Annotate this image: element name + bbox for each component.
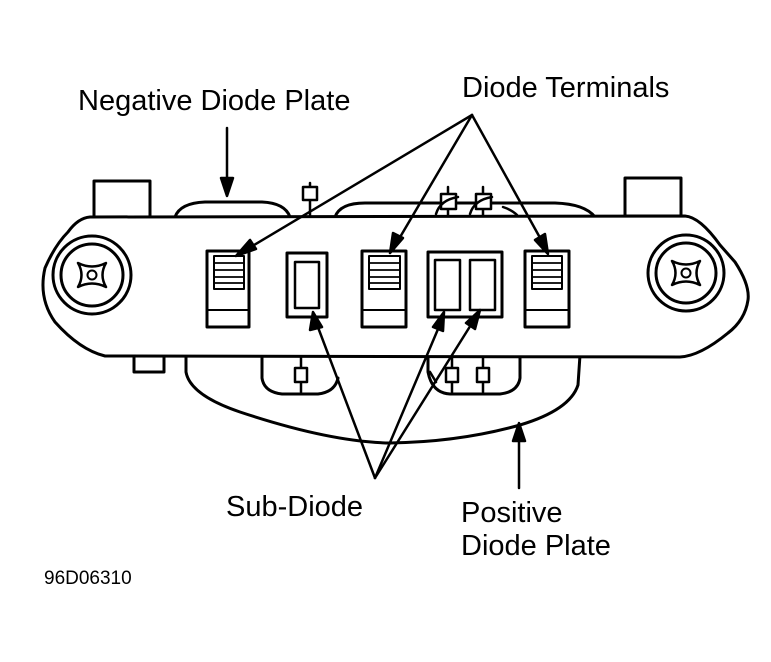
top-mounting-tabs <box>92 176 683 219</box>
diode-terminal-1 <box>205 249 251 329</box>
figure-code: 96D06310 <box>44 568 132 589</box>
left-mounting-screw <box>51 234 133 316</box>
positive-diode-plate-label-line2: Diode Plate <box>461 530 611 562</box>
sub-diode-1 <box>285 251 329 319</box>
diode-terminal-2 <box>360 249 408 329</box>
diode-terminals-label: Diode Terminals <box>462 72 670 104</box>
right-mounting-screw <box>646 233 726 313</box>
negative-diode-plate-top <box>173 200 597 219</box>
leader-arrows <box>219 113 550 490</box>
top-terminal-pins <box>301 181 519 219</box>
sub-diode-label: Sub-Diode <box>226 491 364 523</box>
diode-terminal-3 <box>523 249 571 329</box>
negative-diode-plate-label: Negative Diode Plate <box>78 85 351 117</box>
positive-diode-plate-label-line1: Positive <box>461 497 563 529</box>
sub-diode-pair <box>426 250 504 319</box>
